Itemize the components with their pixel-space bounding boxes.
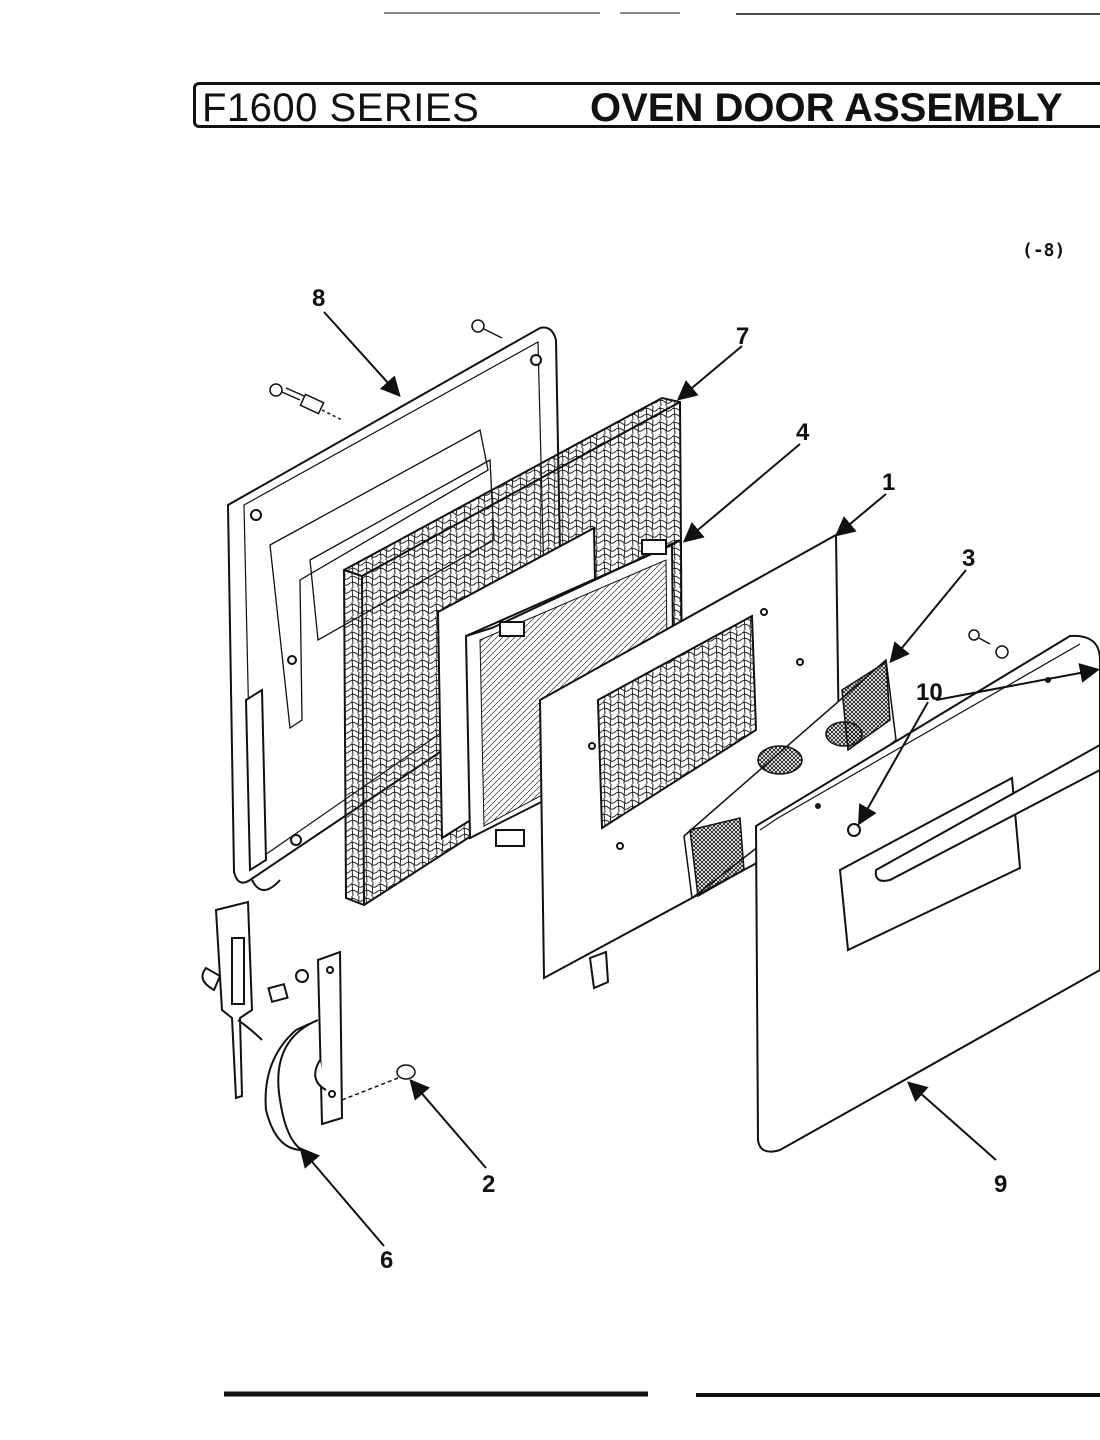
hinge-bracket: [201, 900, 309, 1100]
callout-7: 7: [736, 323, 749, 350]
model-range-label: (-8): [1022, 240, 1066, 261]
callout-3: 3: [962, 545, 975, 572]
mesh-shield: [683, 658, 897, 900]
hinge-pin: [341, 1064, 416, 1101]
callout-9: 9: [994, 1171, 1007, 1198]
door-liner: [538, 533, 842, 990]
panel-screws: [269, 319, 503, 421]
callout-4: 4: [796, 419, 810, 446]
door-screws: [968, 629, 1009, 659]
callout-2: 2: [482, 1171, 495, 1198]
callout-1: 1: [882, 469, 895, 496]
callout-10: 10: [916, 679, 943, 706]
outer-door: [754, 634, 1100, 1153]
page-rules: [224, 12, 1100, 1397]
assembly-title: OVEN DOOR ASSEMBLY: [590, 86, 1063, 130]
callout-6: 6: [380, 1247, 393, 1274]
callout-8: 8: [312, 285, 325, 312]
leader-lines: [299, 311, 1100, 1247]
title-frame: [193, 82, 1100, 128]
series-title: F1600 SERIES: [202, 86, 480, 130]
